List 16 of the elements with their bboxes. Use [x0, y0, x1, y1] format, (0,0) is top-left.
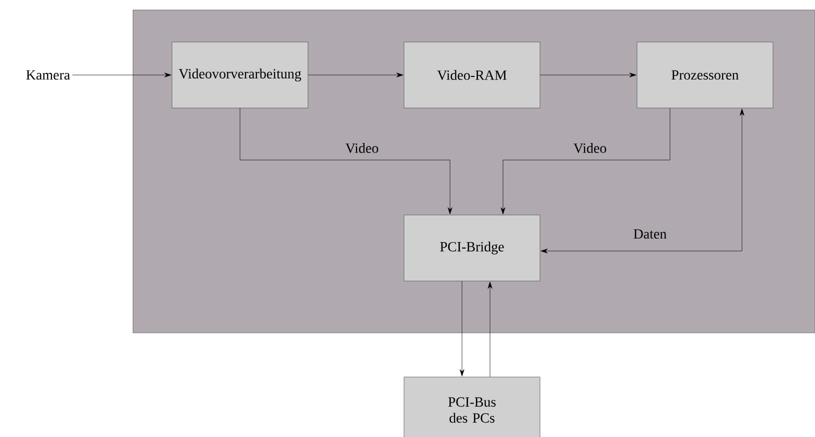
arrow	[540, 72, 636, 78]
process-box: Prozessoren	[636, 42, 774, 108]
arrow	[460, 281, 464, 376]
arrow	[308, 72, 404, 78]
process-box: Videovorverarbeitung	[172, 42, 308, 108]
arrow	[240, 108, 452, 214]
process-box: Video-RAM	[404, 42, 540, 108]
arrow	[540, 108, 744, 254]
process-box: PCI-Bus des PCs	[404, 376, 540, 437]
arrow	[72, 72, 172, 78]
arrow	[500, 108, 670, 214]
input-label: Kamera	[26, 70, 70, 80]
edge-label: Video	[572, 142, 608, 154]
edge-label: Video	[344, 142, 380, 154]
process-box: PCI-Bridge	[404, 214, 540, 282]
arrow	[488, 282, 492, 377]
